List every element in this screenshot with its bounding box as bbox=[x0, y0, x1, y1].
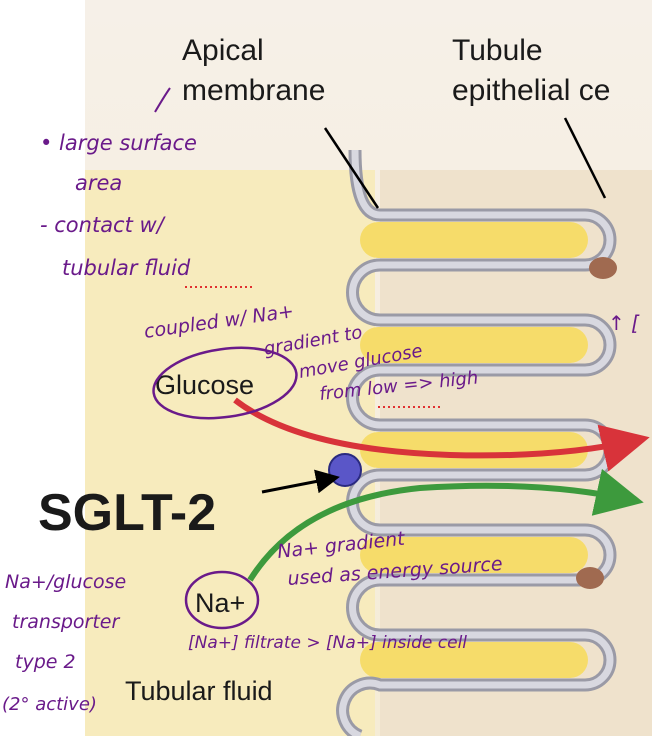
note-surface: • large surface bbox=[40, 131, 197, 155]
channel-protein bbox=[576, 567, 604, 589]
apical-label: Apical bbox=[182, 34, 264, 67]
note-sglt-definition: Na+/glucose bbox=[5, 571, 126, 593]
apical-pointer-line bbox=[323, 127, 380, 209]
glucose-label: Glucose bbox=[155, 370, 254, 400]
note-increase: ↑ [ bbox=[608, 311, 640, 335]
microvilli-fluid bbox=[360, 222, 588, 678]
sodium-arrow bbox=[247, 468, 644, 582]
sglt2-pointer-arrow bbox=[261, 469, 340, 494]
note-contact: tubular fluid bbox=[62, 256, 191, 280]
epithelial-pointer-line bbox=[563, 117, 607, 199]
tubular-fluid-label: Tubular fluid bbox=[125, 676, 273, 706]
sodium-label: Na+ bbox=[195, 588, 245, 618]
glucose-arrow bbox=[233, 397, 650, 472]
apical-label: membrane bbox=[182, 74, 325, 107]
tubular-fluid-region bbox=[85, 170, 375, 736]
glucose-circle bbox=[152, 346, 298, 420]
tubule-label: epithelial ce bbox=[452, 74, 610, 107]
tubule-label: Tubule bbox=[452, 34, 543, 67]
sodium-circle bbox=[184, 570, 260, 630]
channel-protein bbox=[589, 257, 617, 279]
note-sglt-definition: transporter bbox=[12, 611, 120, 633]
sglt2-label: SGLT-2 bbox=[38, 484, 216, 542]
note-concentration: [Na+] filtrate > [Na+] inside cell bbox=[188, 633, 467, 653]
note-sglt-definition: type 2 bbox=[15, 651, 76, 673]
note-contact: - contact w/ bbox=[40, 213, 166, 237]
sglt2-transporter bbox=[328, 453, 362, 487]
note-sglt-definition: (2° active) bbox=[2, 694, 97, 715]
note-surface: area bbox=[75, 171, 122, 195]
